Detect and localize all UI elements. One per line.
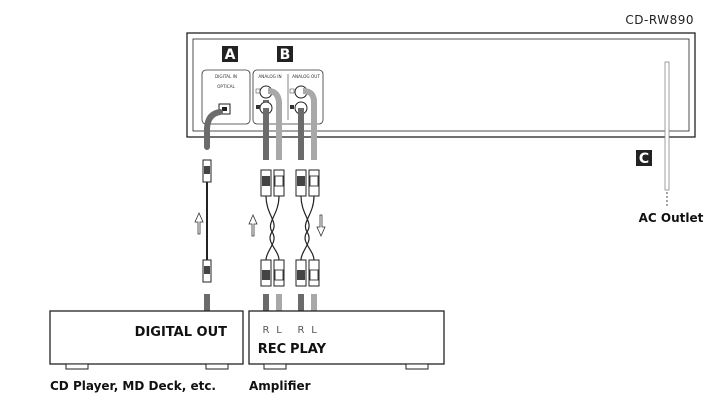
cd-player-device: DIGITAL OUT — [49, 310, 244, 370]
cd-player-caption: CD Player, MD Deck, etc. — [50, 379, 216, 393]
analog-in-label: ANALOG IN — [258, 74, 281, 79]
unit-outer-frame — [186, 32, 696, 138]
analog-out-label: ANALOG OUT — [292, 74, 320, 79]
unit-inner-frame — [192, 38, 690, 132]
rec-label: REC — [258, 342, 286, 357]
play-flow-arrow — [316, 214, 326, 237]
optical-flow-arrow — [194, 212, 204, 235]
amplifier-device: R L R L REC PLAY — [248, 310, 445, 370]
section-c-badge: C — [636, 150, 652, 167]
digital-in-label: DIGITAL IN — [215, 74, 237, 79]
digital-out-label: DIGITAL OUT — [135, 325, 227, 340]
power-cord — [664, 61, 670, 206]
digital-in-panel: DIGITAL IN OPTICAL — [201, 69, 251, 125]
rec-l-label: L — [276, 325, 282, 336]
play-cables — [295, 88, 326, 320]
amplifier-caption: Amplifier — [249, 379, 311, 393]
rec-r-label: R — [263, 325, 270, 336]
rec-flow-arrow — [248, 214, 258, 237]
optical-label: OPTICAL — [217, 84, 235, 89]
ac-outlet-label: AC Outlet — [639, 211, 704, 225]
rec-cables — [248, 88, 285, 320]
section-a-letter: A — [225, 47, 236, 63]
section-b-letter: B — [280, 47, 291, 63]
play-label: PLAY — [290, 342, 327, 357]
model-name: CD-RW890 — [625, 13, 694, 27]
section-c-letter: C — [639, 151, 649, 167]
cd-recorder-unit — [186, 32, 696, 138]
play-r-label: R — [298, 325, 305, 336]
play-l-label: L — [311, 325, 317, 336]
section-a-badge: A — [222, 46, 238, 63]
section-b-badge: B — [277, 46, 293, 63]
optical-cable — [194, 109, 223, 326]
